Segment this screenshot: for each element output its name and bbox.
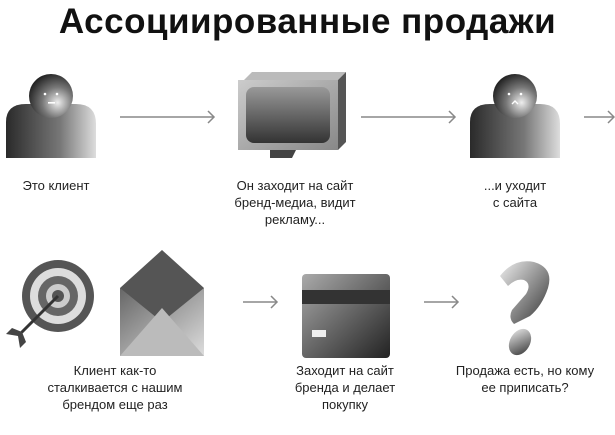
arrow-icon [120, 110, 216, 124]
step-caption: Он заходит на сайт бренд-медиа, видит ре… [215, 177, 375, 228]
question-mark-icon [500, 261, 550, 356]
caption-line: Заходит на сайт [296, 363, 394, 378]
arrow-icon [361, 110, 457, 124]
envelope-icon [120, 250, 204, 356]
step-caption: ...и уходит с сайта [460, 177, 570, 211]
arrow-icon [584, 110, 615, 124]
caption-line: брендом еще раз [62, 397, 168, 412]
arrow-icon [424, 295, 460, 309]
step-caption: Продажа есть, но кому ее приписать? [440, 362, 610, 396]
caption-line: с сайта [492, 195, 538, 210]
step-caption: Заходит на сайт бренда и делает покупку [280, 362, 410, 413]
caption-line: Клиент как-то [73, 363, 157, 378]
person-sad-icon [470, 74, 560, 158]
page-title: Ассоциированные продажи [58, 2, 557, 41]
caption-line: Это клиент [22, 178, 90, 193]
caption-line: сталкивается с нашим [47, 380, 183, 395]
caption-line: ее приписать? [481, 380, 569, 395]
caption-line: бренда и делает [294, 380, 396, 395]
caption-line: Он заходит на сайт [236, 178, 354, 193]
arrow-icon [243, 295, 279, 309]
target-icon [6, 260, 94, 348]
step-caption: Это клиент [0, 177, 112, 194]
person-neutral-icon [6, 74, 96, 158]
caption-line: бренд-медиа, видит [234, 195, 356, 210]
step-caption: Клиент как-то сталкивается с нашим бренд… [40, 362, 190, 413]
monitor-icon [238, 72, 346, 158]
caption-line: ...и уходит [483, 178, 547, 193]
caption-line: покупку [322, 397, 368, 412]
caption-line: Продажа есть, но кому [455, 363, 595, 378]
credit-card-icon [302, 274, 390, 358]
caption-line: рекламу... [264, 212, 326, 227]
